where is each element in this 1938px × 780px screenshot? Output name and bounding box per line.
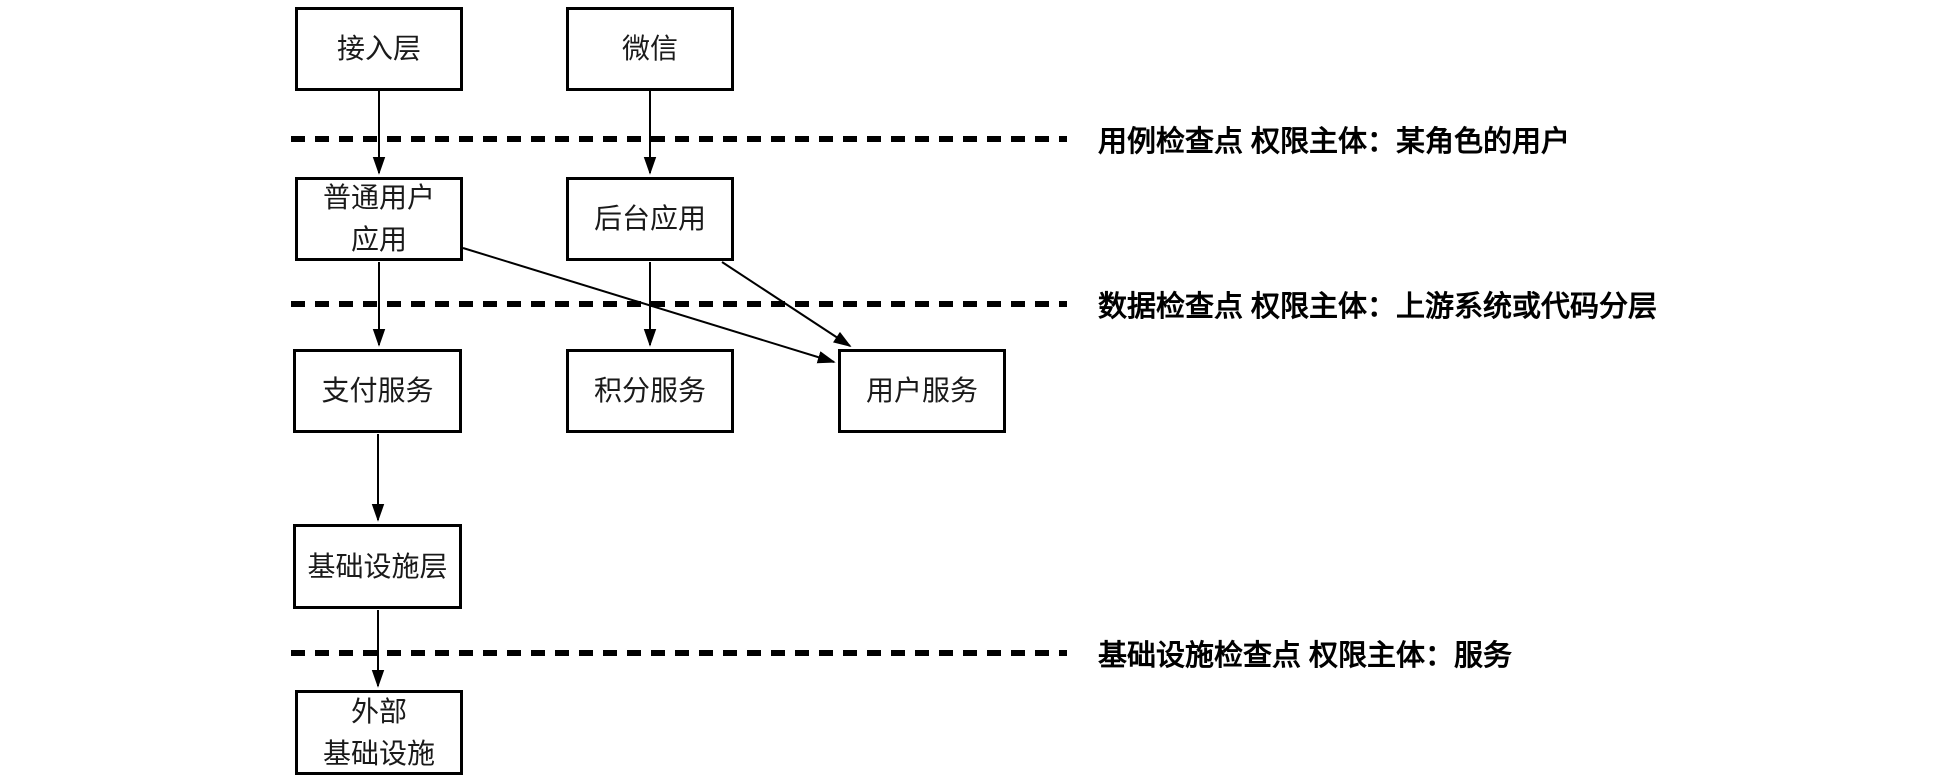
node-infrastructure-layer: 基础设施层 [293, 524, 462, 609]
node-external-infrastructure: 外部 基础设施 [295, 690, 463, 775]
node-points-service: 积分服务 [566, 349, 734, 433]
node-payment-service: 支付服务 [293, 349, 462, 433]
arrow-user-app-to-user-service [462, 247, 836, 364]
node-normal-user-app: 普通用户 应用 [295, 177, 463, 261]
usecase-checkpoint-label: 用例检查点 权限主体：某角色的用户 [1098, 126, 1571, 158]
node-wechat: 微信 [566, 7, 734, 91]
arrow-backend-app-to-user-service [721, 261, 852, 347]
node-access-layer: 接入层 [295, 7, 463, 91]
node-backend-app: 后台应用 [566, 177, 734, 261]
data-checkpoint-label: 数据检查点 权限主体：上游系统或代码分层 [1098, 291, 1658, 323]
node-user-service: 用户服务 [838, 349, 1006, 433]
infrastructure-checkpoint-label: 基础设施检查点 权限主体：服务 [1098, 640, 1513, 672]
